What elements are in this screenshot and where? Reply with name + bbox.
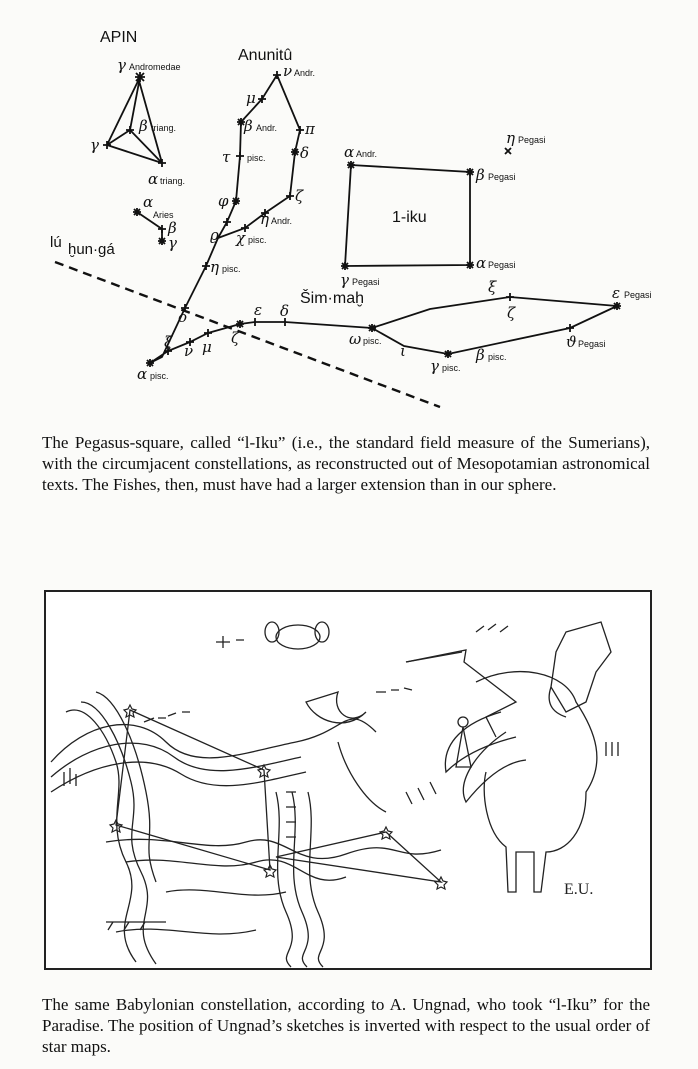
star-name: Pegasi <box>488 260 516 270</box>
star-greek: γ <box>168 234 177 252</box>
figure-1-caption: The Pegasus-square, called “l-Iku” (i.e.… <box>42 433 650 494</box>
star-name: Andr. <box>271 216 292 226</box>
star-name: Andr. <box>256 123 277 133</box>
star-greek: α <box>143 193 153 211</box>
star-name: pisc. <box>442 363 461 373</box>
ungnad-sketch-figure: E.U. <box>44 590 652 970</box>
star-greek: ζ <box>507 304 516 322</box>
star-greek: α <box>148 170 158 188</box>
star-greek: ω <box>349 330 361 348</box>
star-name: Andr. <box>294 68 315 78</box>
star-name: Pegasi <box>352 277 380 287</box>
star-greek: ι <box>400 342 406 360</box>
star-greek: δ <box>280 302 289 320</box>
star-greek: ε <box>254 301 262 319</box>
simmah-label: Šim·maḫ <box>300 288 364 307</box>
star-greek: τ <box>222 148 231 166</box>
star-greek: α <box>137 365 147 383</box>
star-name: pisc. <box>363 336 382 346</box>
star-name: pisc. <box>248 235 267 245</box>
star-greek: ϱ <box>210 226 219 244</box>
star-greek: η <box>506 129 515 147</box>
star-greek: μ <box>202 338 212 356</box>
star-greek: η <box>260 210 269 228</box>
star-name: triang. <box>160 176 185 186</box>
ungnad-sketch-drawing: E.U. <box>50 621 619 968</box>
star-labels: γ Andromedae β triang. γ α triang. α Ari… <box>90 56 652 383</box>
star-greek: o <box>178 308 187 326</box>
star-greek: γ <box>117 56 126 74</box>
star-greek: δ <box>300 144 309 162</box>
iku-label: 1-iku <box>392 209 427 226</box>
apin-label: APIN <box>100 29 137 46</box>
star-greek: β <box>475 166 485 184</box>
star-name: Pegasi <box>518 135 546 145</box>
star-name: Pegasi <box>624 290 652 300</box>
star-greek: π <box>304 120 316 138</box>
star-greek: β <box>167 219 177 237</box>
star-greek: α <box>476 254 486 272</box>
star-greek: γ <box>430 357 439 375</box>
pegasus-square-star-map: APIN Anunitû 1-iku lú ḫun·gá Šim·maḫ γ A… <box>50 29 652 409</box>
star-greek: χ <box>235 229 246 247</box>
figure-2-caption: The same Babylonian constellation, accor… <box>42 995 650 1056</box>
star-greek: ζ <box>231 329 240 347</box>
star-greek: ξ <box>164 333 173 351</box>
star-greek: φ <box>218 192 229 210</box>
star-name: Andr. <box>356 149 377 159</box>
sketch-signature: E.U. <box>564 881 593 898</box>
hunga-label-top: lú <box>50 234 62 251</box>
star-greek: ζ <box>295 187 304 205</box>
star-greek: β <box>475 346 485 364</box>
star-greek: β <box>138 117 148 135</box>
star-greek: γ <box>340 271 349 289</box>
star-name: Aries <box>153 210 174 220</box>
star-greek: ν <box>184 342 193 360</box>
star-greek: β <box>243 117 253 135</box>
anunitu-label: Anunitû <box>238 47 292 64</box>
star-greek: α <box>344 143 354 161</box>
star-greek: ϑ <box>566 333 577 351</box>
star-name: pisc. <box>488 352 507 362</box>
star-greek: ε <box>612 284 620 302</box>
star-name: Pegasi <box>578 339 606 349</box>
hunga-label: ḫun·gá <box>68 241 115 258</box>
star-greek: ν <box>283 62 292 80</box>
star-name: Andromedae <box>129 62 181 72</box>
star-name: pisc. <box>222 264 241 274</box>
star-name: triang. <box>151 123 176 133</box>
star-greek: μ <box>246 89 256 107</box>
star-name: pisc. <box>247 153 266 163</box>
star-name: Pegasi <box>488 172 516 182</box>
star-greek: ξ <box>488 278 497 296</box>
star-name: pisc. <box>150 371 169 381</box>
star-greek: γ <box>90 136 99 154</box>
star-greek: η <box>210 258 219 276</box>
